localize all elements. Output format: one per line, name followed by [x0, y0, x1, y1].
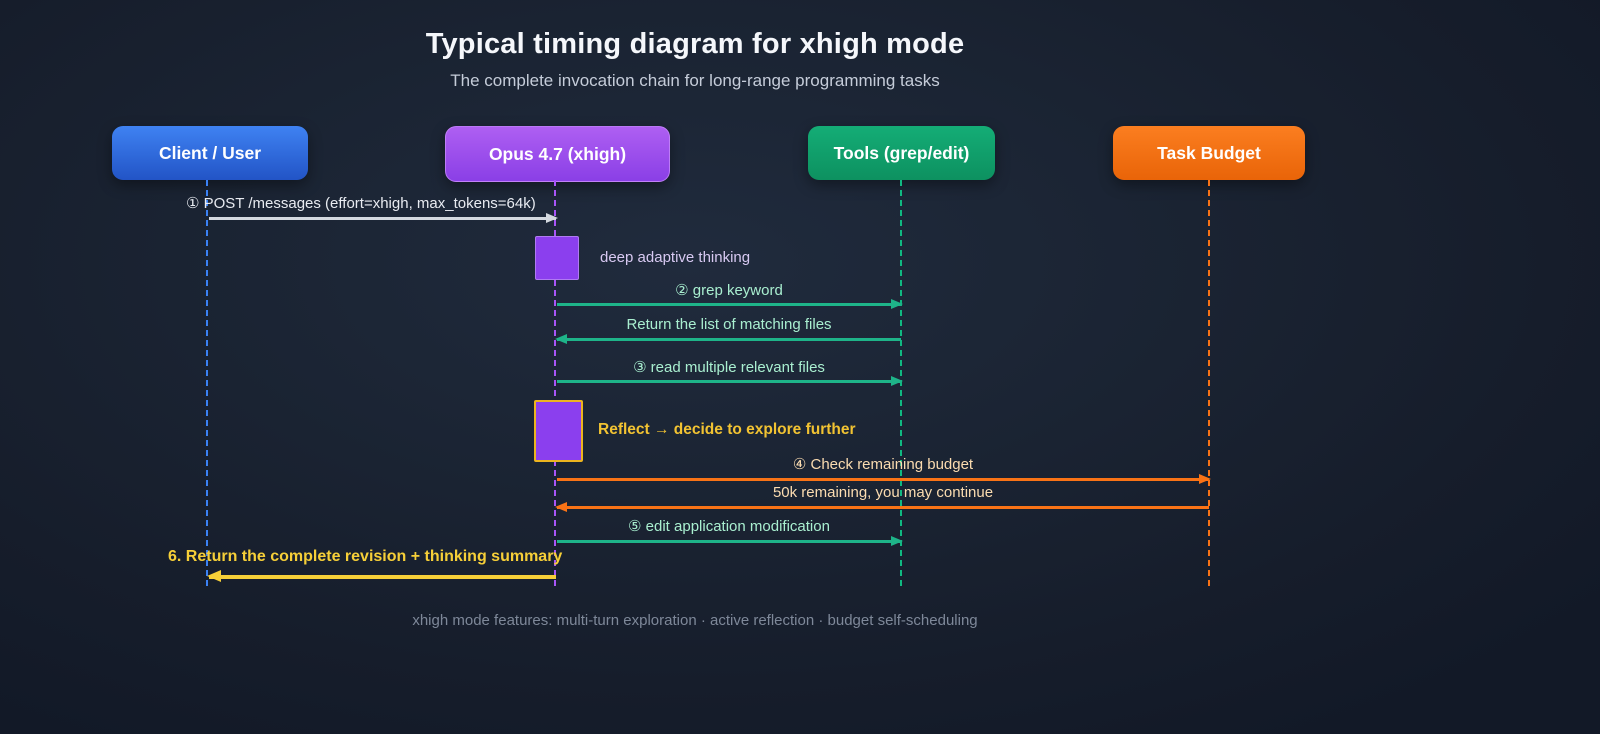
arrow-return-matching-files — [555, 334, 901, 343]
activation-bar-thinking — [535, 236, 579, 280]
arrow-budget-reply — [555, 502, 1209, 511]
arrow-check-budget — [557, 474, 1211, 483]
actor-box-client: Client / User — [112, 126, 308, 180]
message-6-label: 6. Return the complete revision + thinki… — [168, 548, 563, 565]
message-return-files-label: Return the list of matching files — [626, 316, 832, 333]
arrow-grep-keyword — [557, 299, 903, 308]
page-subtitle: The complete invocation chain for long-r… — [450, 71, 940, 90]
message-3-label: ③ read multiple relevant files — [633, 359, 825, 376]
lifeline-client — [206, 180, 208, 586]
actor-budget-label: Task Budget — [1157, 142, 1261, 163]
arrow-edit-modification — [557, 536, 903, 545]
lifeline-task-budget — [1208, 180, 1210, 586]
actor-box-opus: Opus 4.7 (xhigh) — [445, 126, 670, 182]
actor-box-task-budget: Task Budget — [1113, 126, 1305, 180]
page-title: Typical timing diagram for xhigh mode — [425, 28, 965, 60]
actor-client-label: Client / User — [158, 142, 262, 163]
actor-box-tools: Tools (grep/edit) — [808, 126, 995, 180]
message-4-label: ④ Check remaining budget — [792, 456, 974, 473]
lifeline-opus — [554, 180, 556, 586]
message-budget-reply-label: 50k remaining, you may continue — [772, 484, 994, 501]
arrow-read-relevant-files — [557, 376, 903, 385]
activation-bar-reflect — [534, 400, 583, 462]
actor-tools-label: Tools (grep/edit) — [833, 142, 970, 163]
actor-opus-label: Opus 4.7 (xhigh) — [488, 143, 627, 164]
message-1-label: ① POST /messages (effort=xhigh, max_toke… — [186, 195, 536, 212]
message-5-label: ⑤ edit application modification — [628, 518, 830, 535]
arrow-post-messages — [209, 213, 558, 222]
note-deep-adaptive-thinking: deep adaptive thinking — [600, 249, 751, 266]
message-2-label: ② grep keyword — [675, 282, 783, 299]
footer-caption: xhigh mode features: multi-turn explorat… — [412, 612, 978, 629]
arrow-final-return — [207, 570, 556, 582]
note-reflect-decide: Reflect → decide to explore further — [598, 421, 856, 438]
